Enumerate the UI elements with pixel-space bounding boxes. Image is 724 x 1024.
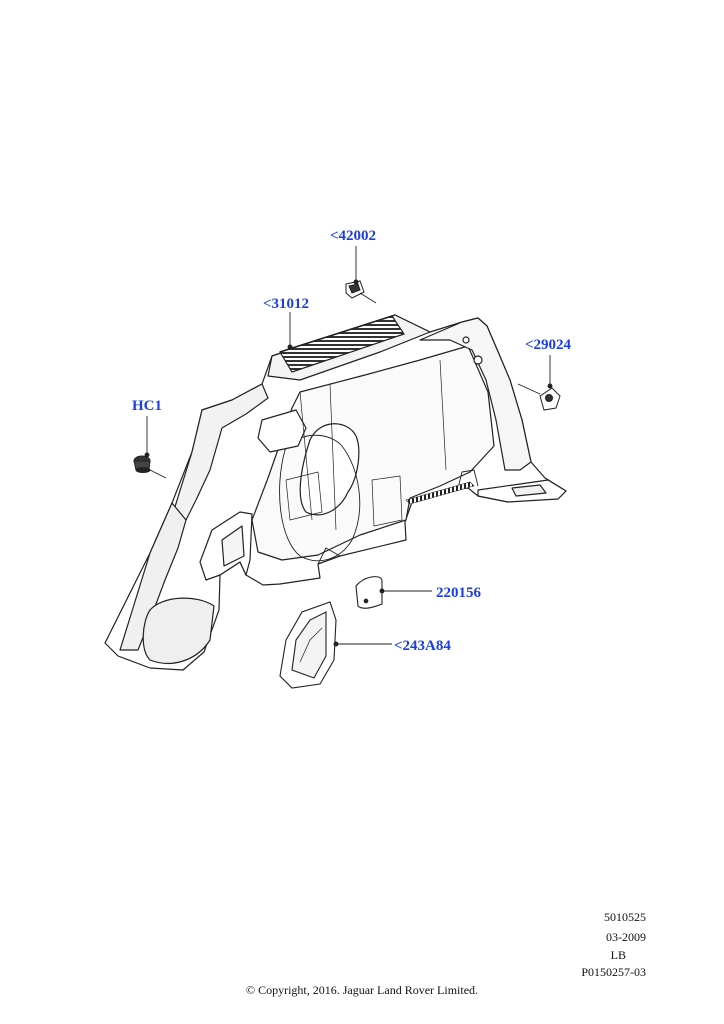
quarter-trim-panel — [104, 314, 567, 671]
clip-29024-part — [539, 387, 561, 411]
speaker-grille — [279, 315, 405, 373]
callout-29024[interactable]: <29024 — [525, 337, 572, 353]
fastener-hc1-part — [133, 455, 151, 473]
callout-243a84[interactable]: <243A84 — [394, 638, 451, 654]
callout-42002[interactable]: <42002 — [330, 228, 377, 244]
date-code: 03-2009 — [606, 930, 646, 944]
region-code: LB — [610, 948, 626, 962]
cover-220156-part — [355, 576, 383, 609]
illustration-number: 5010525 — [604, 910, 646, 924]
callout-220156[interactable]: 220156 — [436, 585, 481, 601]
clip-42002-part — [345, 280, 365, 299]
callout-31012[interactable]: <31012 — [263, 296, 310, 312]
trim-243a84-part — [279, 601, 337, 689]
part-code: P0150257-03 — [581, 965, 646, 979]
callout-hc1[interactable]: HC1 — [132, 398, 162, 414]
copyright-notice: © Copyright, 2016. Jaguar Land Rover Lim… — [245, 983, 479, 997]
leader-lines — [144, 246, 553, 647]
